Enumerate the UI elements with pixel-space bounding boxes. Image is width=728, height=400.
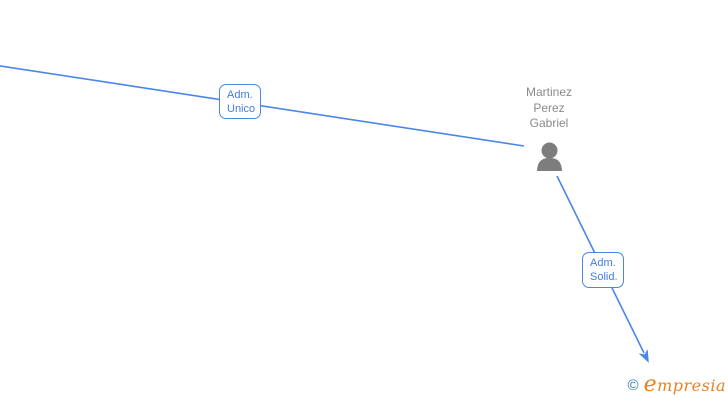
copyright-icon: © <box>627 377 639 394</box>
edge-line-adm-unico <box>0 65 525 147</box>
person-icon[interactable] <box>537 142 562 172</box>
edge-label-line: Unico <box>227 103 256 115</box>
person-name[interactable]: Martinez Perez Gabriel <box>525 85 572 130</box>
empresia-logo[interactable]: © empresia <box>628 373 727 398</box>
edge-label-adm-solid: Adm. Solid. <box>582 252 624 288</box>
edge-label-line: Adm. <box>590 256 616 269</box>
edge-label-line: Adm. <box>227 88 253 101</box>
edge-label-adm-unico: Adm. Unico <box>219 84 261 119</box>
brand-wordmark: empresia <box>643 372 726 397</box>
edge-label-line: Solid. <box>590 271 618 283</box>
